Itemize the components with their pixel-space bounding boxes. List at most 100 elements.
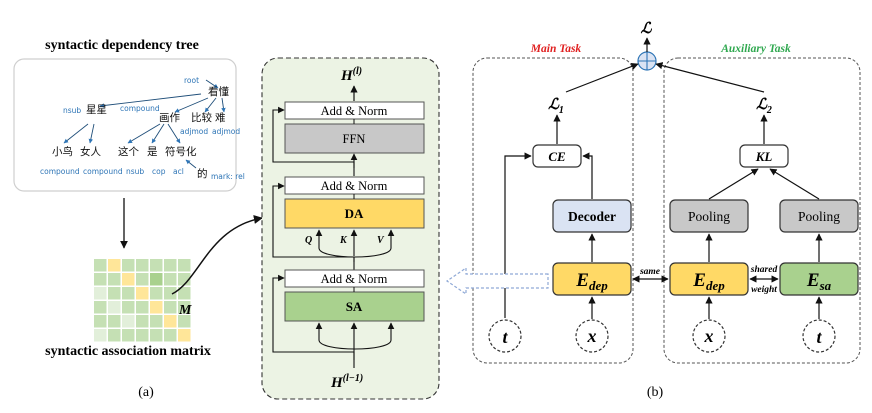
k-label: K (339, 235, 348, 246)
matrix-cell (150, 301, 163, 314)
qkv-branch (318, 247, 392, 258)
t-input-left (488, 319, 522, 353)
t-input-right (802, 319, 836, 353)
matrix-cell (150, 259, 163, 272)
matrix-cell (136, 273, 149, 286)
matrix-cell (164, 315, 177, 328)
shared-label: shared (750, 265, 778, 275)
tree-rel-root: root (184, 76, 199, 85)
main-task-region (472, 57, 634, 364)
matrix-cell (150, 315, 163, 328)
tree-rel-compound-b2: compound (83, 167, 123, 176)
encoder-output-label: H(l) (340, 66, 362, 84)
matrix-cell (178, 259, 191, 272)
pooling-left-to-kl (708, 168, 759, 200)
tree-word-huazuo: 画作 (159, 112, 180, 124)
matrix-cell (164, 287, 177, 300)
matrix-cell (150, 287, 163, 300)
matrix-cell (178, 329, 191, 342)
tree-title: syntactic dependency tree (45, 38, 199, 53)
matrix-cell (94, 301, 107, 314)
caption-b: (b) (647, 385, 664, 400)
decoder-label: Decoder (568, 209, 616, 224)
tree-rel-nsub: nsub (63, 106, 81, 115)
same-label: same (639, 267, 661, 277)
esa-box (779, 262, 859, 296)
loss1-label: ℒ1 (548, 97, 564, 116)
edep-left-box (552, 262, 632, 296)
tree-rel-adjmod-2: adjmod (212, 127, 240, 136)
matrix-cell (178, 273, 191, 286)
t-to-ce-path (504, 152, 532, 318)
edep-right-label: Edep (692, 270, 725, 293)
matrix-cell (108, 315, 121, 328)
matrix-cell (108, 273, 121, 286)
tree-rel-cop: cop (152, 167, 166, 176)
da-label: DA (345, 206, 364, 221)
t-input-left-label: t (502, 327, 508, 347)
x-input-left (575, 319, 609, 353)
pooling-left-box (669, 199, 749, 233)
tree-rel-compound-b1: compound (40, 167, 80, 176)
matrix-cell (122, 259, 135, 272)
matrix-cell (122, 329, 135, 342)
matrix-cell (178, 287, 191, 300)
l1-to-sum-arrow (565, 62, 639, 93)
matrix-cell (164, 259, 177, 272)
pooling-right-to-kl (769, 168, 820, 200)
matrix-cell (108, 259, 121, 272)
matrix-cell (136, 329, 149, 342)
matrix-cell (178, 301, 191, 314)
sa-input-branch (318, 339, 392, 350)
decoder-box (552, 199, 632, 233)
matrix-cell (178, 315, 191, 328)
add-norm-bot-label: Add & Norm (321, 272, 388, 286)
matrix-cell (94, 259, 107, 272)
caption-a: (a) (138, 385, 154, 400)
matrix-cell (122, 315, 135, 328)
x-input-right-label: x (704, 326, 714, 346)
matrix-cell (164, 329, 177, 342)
matrix-cell (94, 315, 107, 328)
matrix-cell (108, 329, 121, 342)
ce-label: CE (548, 149, 566, 164)
tree-word-xingxing: 星星 (86, 104, 107, 116)
kl-label: KL (755, 149, 773, 164)
add-norm-top-label: Add & Norm (321, 104, 388, 118)
matrix-label: M (178, 303, 192, 318)
tree-rel-acl: acl (173, 167, 184, 176)
tree-rel-mark: mark: rel (211, 172, 245, 181)
l2-to-sum-arrow (655, 62, 765, 93)
encoder-block: H(l) Add & Norm FFN Add & Norm DA Q K V (261, 57, 440, 400)
ce-box (532, 144, 582, 168)
loss2-label: ℒ2 (756, 97, 772, 116)
tree-word-xiaoniao: 小鸟 (52, 145, 73, 158)
matrix-cell (150, 273, 163, 286)
esa-label: Esa (806, 270, 832, 293)
total-loss-label: ℒ (641, 21, 653, 37)
aux-task-label: Auxiliary Task (720, 43, 791, 55)
matrix-cell (136, 259, 149, 272)
t-input-right-label: t (816, 327, 822, 347)
matrix-cell (108, 287, 121, 300)
pooling-left-label: Pooling (688, 209, 730, 224)
weight-label: weight (751, 285, 777, 295)
sa-block (284, 291, 425, 322)
tree-word-zhege: 这个 (118, 145, 139, 158)
tree-word-kandong: 看懂 (208, 85, 229, 98)
encoder-input-label: H(l−1) (330, 373, 363, 391)
x-input-left-label: x (587, 326, 597, 346)
matrix-cell (94, 287, 107, 300)
tree-word-nan: 难 (215, 112, 226, 124)
v-label: V (377, 235, 385, 246)
tree-word-fuhaohua: 符号化 (165, 145, 197, 158)
sa-label: SA (346, 299, 363, 314)
tree-rel-adjmod-1: adjmod (180, 127, 208, 136)
edep-left-label: Edep (575, 270, 608, 293)
kl-box (739, 144, 789, 168)
matrix-cell (122, 273, 135, 286)
tree-word-bijiao: 比较 (191, 111, 212, 124)
tree-box (13, 58, 237, 192)
aux-task-region (663, 57, 861, 364)
pooling-right-label: Pooling (798, 209, 840, 224)
